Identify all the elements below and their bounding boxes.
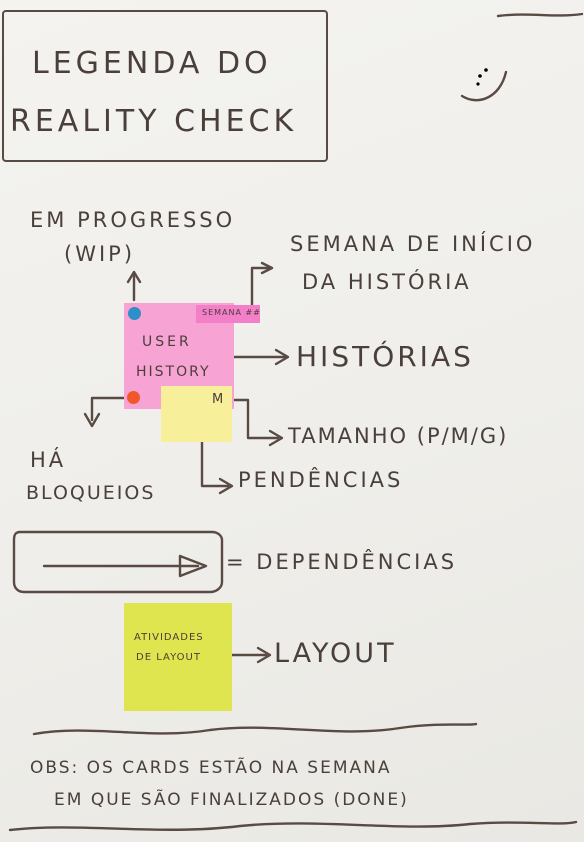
arrow-wip-head	[126, 270, 142, 284]
label-bloqueios: Bloqueios	[26, 482, 156, 504]
smiley-mouth	[460, 70, 508, 102]
arrow-bloqueios-head	[83, 412, 101, 428]
arrow-week-line	[250, 266, 270, 307]
label-dependencias: = Dependências	[226, 550, 458, 574]
title-line-2: Reality Check	[10, 104, 298, 139]
top-scribble	[496, 12, 584, 18]
arrow-pendencias-line	[200, 428, 230, 488]
layout-sticky-label-2: de layout	[136, 652, 201, 663]
size-sticky	[161, 386, 232, 442]
title-box	[2, 10, 328, 162]
divider-top	[32, 722, 478, 736]
smiley-eye-left	[478, 74, 482, 78]
arrow-pendencias-head	[218, 477, 234, 495]
title-line-1: Legenda do	[32, 46, 272, 81]
label-pendencias: Pendências	[238, 468, 404, 492]
user-story-label-2: History	[136, 364, 211, 380]
note-line-2: em que são finalizados (Done)	[54, 790, 409, 810]
arrow-week-head	[260, 261, 274, 275]
smiley-nose	[476, 82, 480, 86]
arrow-tamanho-line	[224, 398, 280, 440]
label-ha: Há	[30, 448, 67, 472]
arrow-historias-head	[274, 348, 290, 366]
layout-sticky	[124, 603, 232, 711]
user-story-label-1: User	[142, 334, 192, 350]
blocker-dot	[127, 391, 140, 404]
week-tag	[196, 305, 260, 323]
arrow-bloqueios-line	[90, 396, 128, 422]
divider-bottom	[8, 820, 578, 832]
layout-sticky-label-1: Atividades	[134, 632, 204, 643]
week-tag-label: Semana ##	[202, 308, 261, 317]
note-line-1: Obs: Os cards estão na semana	[30, 758, 392, 778]
dependency-arrow-head	[178, 554, 208, 578]
label-wip: (WiP)	[64, 242, 136, 266]
arrow-layout-head	[256, 646, 272, 664]
label-tamanho: Tamanho (P/M/G)	[288, 424, 509, 448]
label-historias: Histórias	[296, 340, 474, 373]
size-tag-label: M	[212, 392, 227, 407]
dependency-box	[12, 530, 224, 594]
label-em-progresso: Em progresso	[30, 208, 236, 232]
smiley-eye-right	[484, 68, 488, 72]
label-layout: Layout	[274, 638, 397, 669]
label-semana-inicio: Semana de início	[290, 232, 536, 256]
wip-dot	[128, 307, 141, 320]
label-da-historia: da História	[302, 270, 472, 294]
arrow-tamanho-head	[268, 429, 284, 447]
